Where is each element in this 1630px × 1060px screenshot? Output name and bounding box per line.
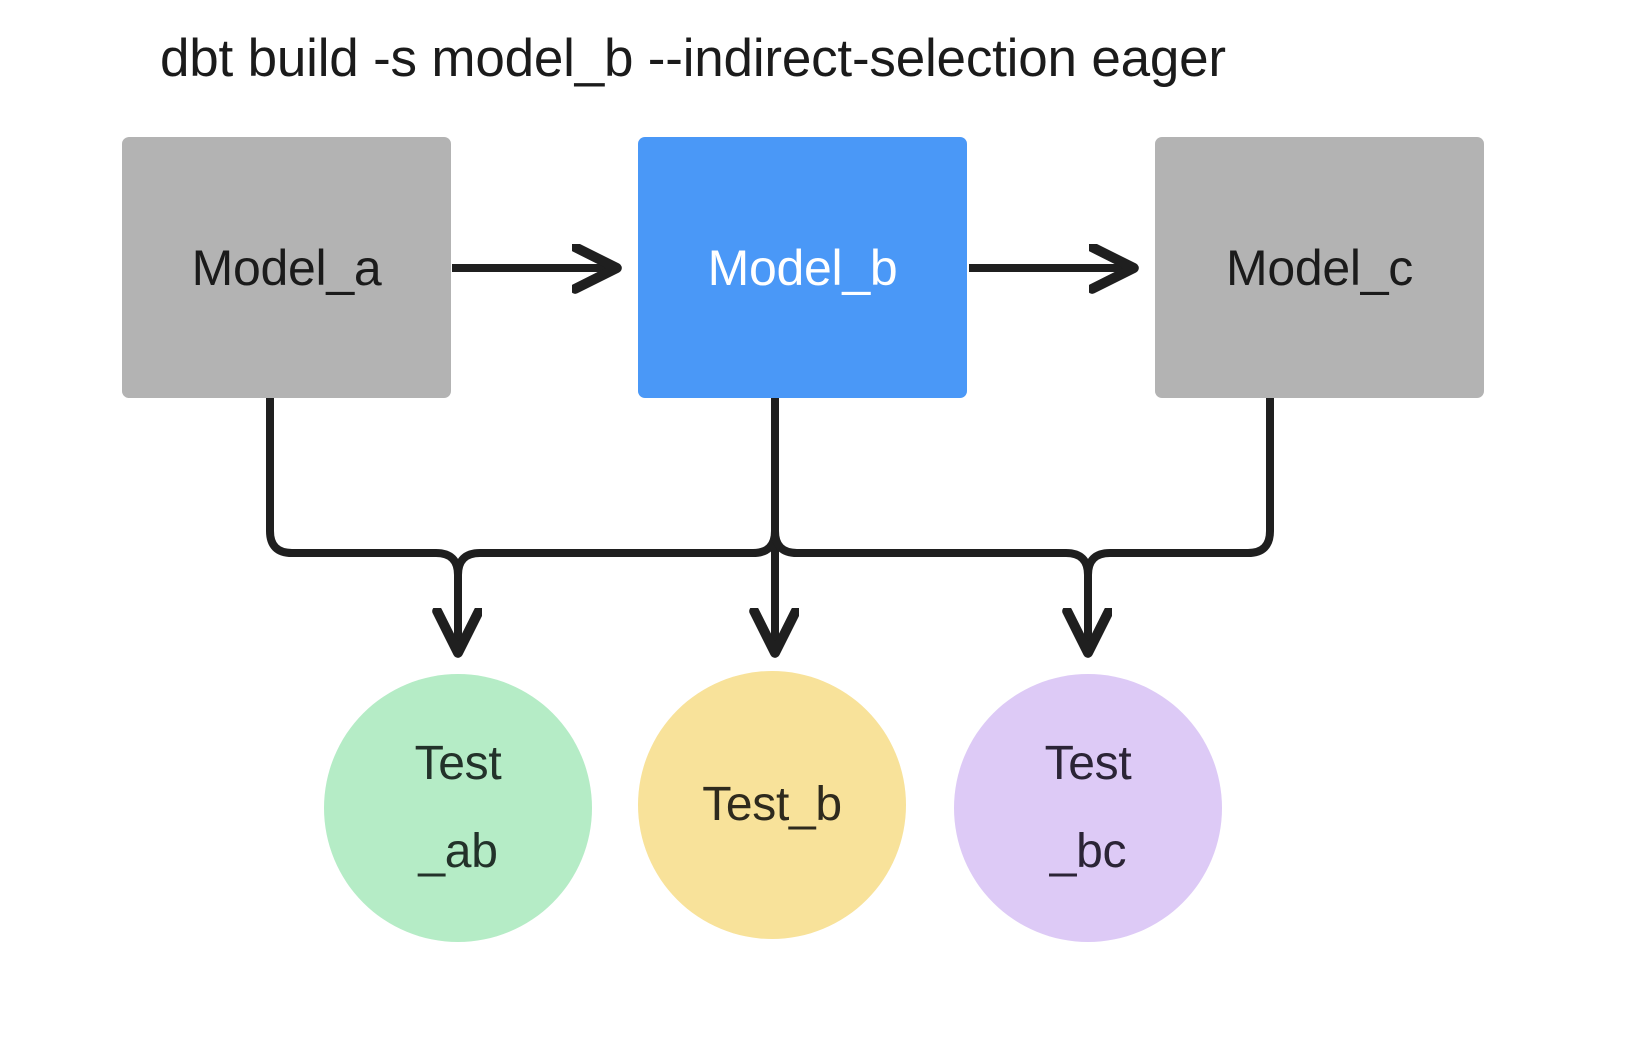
node-model-b-label: Model_b — [707, 239, 898, 296]
node-model-a-label: Model_a — [191, 239, 382, 296]
diagram-title: dbt build -s model_b --indirect-selectio… — [160, 29, 1226, 88]
node-test-bc-label: Test _bc — [1044, 737, 1132, 878]
edge-model-b-to-test-bc — [771, 398, 1088, 648]
edge-model-c-to-test-bc — [1084, 398, 1274, 576]
node-model-a[interactable]: Model_a — [122, 137, 451, 398]
node-test-b[interactable]: Test_b — [638, 671, 906, 939]
node-test-ab-label: Test _ab — [414, 737, 502, 878]
node-test-b-label: Test_b — [702, 778, 842, 831]
node-model-c[interactable]: Model_c — [1155, 137, 1484, 398]
node-model-b[interactable]: Model_b — [638, 137, 967, 398]
node-test-ab[interactable]: Test _ab — [324, 674, 592, 942]
node-model-c-label: Model_c — [1226, 239, 1413, 296]
node-test-bc[interactable]: Test _bc — [954, 674, 1222, 942]
edge-model-b-to-test-ab — [454, 398, 779, 576]
edge-model-a-to-test-ab — [266, 398, 458, 648]
